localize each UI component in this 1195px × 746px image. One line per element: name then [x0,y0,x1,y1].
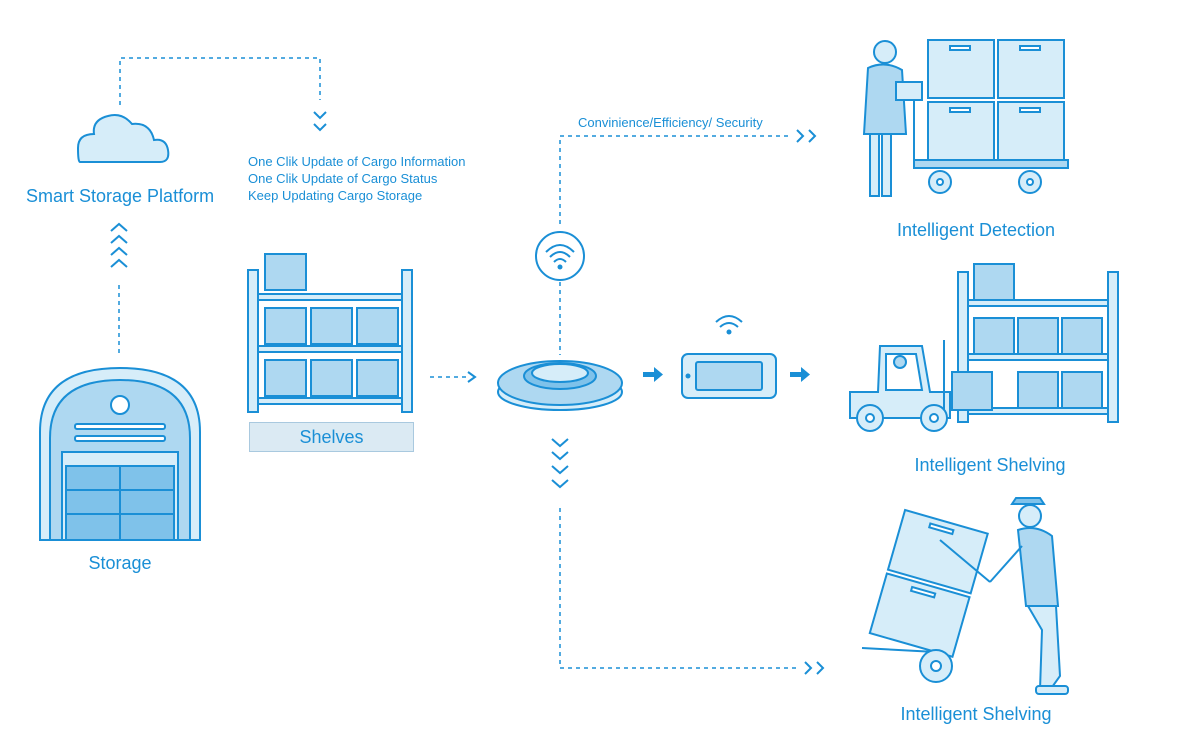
top-path-label: Convinience/Efficiency/ Security [578,115,763,130]
hand-truck-worker-icon [861,497,1069,695]
shelves-label: Shelves [249,422,414,452]
update-line-1: One Clik Update of Cargo Information [248,154,466,169]
cart-worker-icon [862,39,1069,197]
update-line-3: Keep Updating Cargo Storage [248,188,423,203]
chevron-up-icon [110,222,128,355]
intelligent-shelving-label-2: Intelligent Shelving [900,704,1052,724]
top-path-connector [559,129,817,224]
handheld-terminal-icon [681,315,777,399]
storage-label: Storage [88,553,152,573]
intelligent-shelving-label-1: Intelligent Shelving [914,455,1066,475]
chevron-down-icon [551,438,825,675]
update-line-2: One Clik Update of Cargo Status [248,171,438,186]
wifi-icon [535,231,585,355]
forklift-shelf-icon [849,263,1119,432]
platform-to-update-connector [119,57,327,132]
shelves-icon [247,253,413,413]
update-text-block: One Clik Update of Cargo Information One… [248,153,466,204]
intelligent-detection-label: Intelligent Detection [896,220,1056,240]
arrow-right-icon [643,367,810,382]
warehouse-icon [39,366,201,541]
cloud-icon [76,114,170,163]
smart-storage-platform-label: Smart Storage Platform [26,186,215,206]
shelves-to-reader-arrow [430,371,477,383]
rfid-reader-icon [497,360,623,411]
